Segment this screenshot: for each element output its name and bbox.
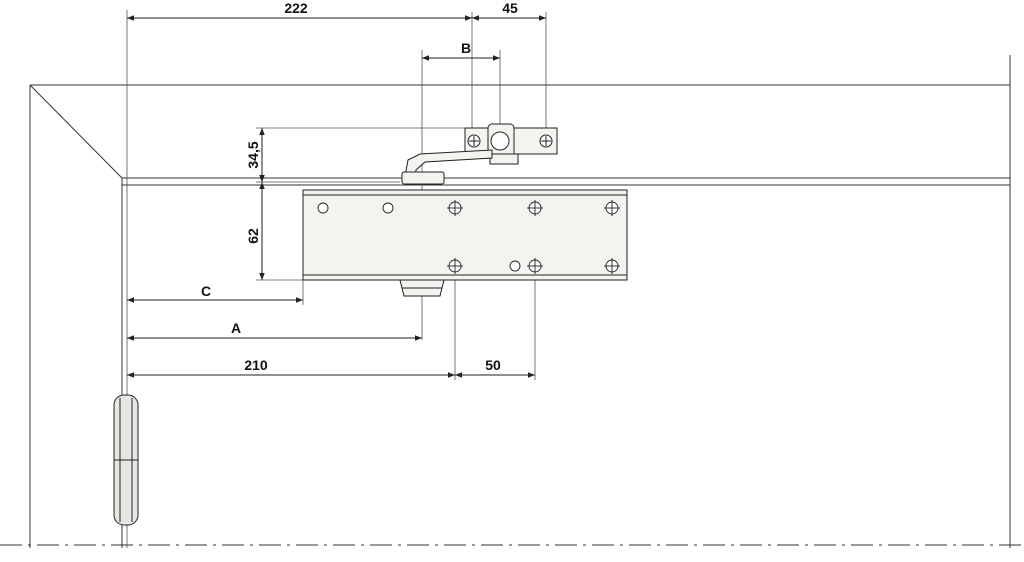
arm-bracket xyxy=(464,123,558,165)
arm-linkage xyxy=(401,149,493,185)
dim-34-5-label: 34,5 xyxy=(245,141,261,168)
dimension-lines xyxy=(127,15,546,378)
dim-62-label: 62 xyxy=(245,228,261,244)
dim-b-label: B xyxy=(461,40,471,56)
dim-222-label: 222 xyxy=(284,0,308,16)
dim-c-label: C xyxy=(201,283,211,299)
dim-45-label: 45 xyxy=(502,0,518,16)
hinge xyxy=(113,394,139,526)
frame-outline xyxy=(29,55,1011,548)
dim-50-label: 50 xyxy=(485,357,501,373)
closer-body xyxy=(302,189,628,297)
dim-210-label: 210 xyxy=(244,357,268,373)
screw-holes xyxy=(317,200,620,274)
dim-a-label: A xyxy=(231,320,241,336)
